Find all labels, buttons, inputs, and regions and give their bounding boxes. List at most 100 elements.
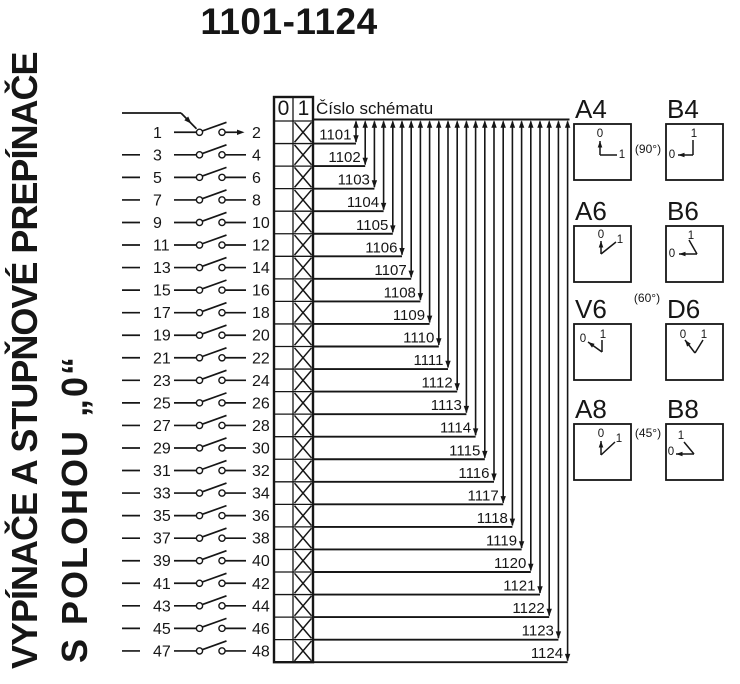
closed-contact-mark: [293, 347, 313, 369]
contact-number-left: 1: [153, 125, 162, 142]
switch-blade: [202, 504, 227, 516]
closed-contact-mark: [293, 144, 313, 166]
switch-blade: [202, 414, 227, 425]
arrowhead: [491, 120, 497, 128]
contact-terminal: [195, 511, 204, 520]
arrowhead: [371, 180, 378, 188]
contact-terminal: [218, 196, 226, 204]
contact-number-left: 37: [153, 531, 171, 548]
contact-terminal: [195, 466, 204, 475]
contact-terminal: [218, 556, 226, 565]
contact-terminal: [218, 602, 226, 610]
contact-terminal: [218, 308, 226, 317]
switch-blade: [202, 211, 227, 222]
contact-terminal: [218, 376, 226, 385]
position-line: [600, 241, 617, 255]
contact-terminal: [218, 263, 226, 272]
switch-blade: [202, 482, 227, 493]
diagram-label: V6: [575, 294, 607, 324]
arrowhead: [380, 202, 387, 211]
schema-number: 1110: [403, 330, 434, 347]
schema-number: 1106: [365, 239, 397, 256]
schema-number: 1105: [356, 217, 388, 234]
arrowhead: [528, 563, 534, 572]
position-line: [683, 441, 695, 455]
page-title: 1101-1124: [200, 1, 378, 42]
line: [293, 640, 313, 662]
column-header-1: 1: [298, 97, 310, 120]
angle-note: (60°): [634, 291, 660, 305]
position-label: 0: [669, 248, 675, 260]
arrowhead: [472, 428, 479, 436]
position-label: 1: [617, 234, 623, 246]
contact-terminal: [195, 421, 204, 430]
schema-number: 1108: [384, 284, 416, 301]
line: [293, 369, 313, 391]
arrowhead: [537, 120, 543, 128]
line: [293, 460, 313, 481]
contact-terminal: [195, 218, 204, 227]
diagram-box: [665, 123, 724, 181]
contact-row-25-26: 25 26 1113: [122, 120, 470, 416]
arrowhead: [588, 342, 595, 348]
schema-1121: 1121: [313, 120, 543, 596]
contact-terminal: [218, 579, 226, 588]
switch-blade: [202, 279, 227, 290]
contact-terminal: [195, 263, 204, 272]
contact-terminal: [195, 308, 204, 317]
schema-1123: 1123: [313, 120, 562, 641]
contact-number-left: 41: [153, 576, 171, 593]
schema-1117: 1117: [313, 120, 506, 506]
schema-number: 1111: [413, 352, 443, 369]
contact-terminal: [218, 489, 226, 497]
schema-1102: 1102: [313, 120, 368, 168]
contact-terminal: [195, 331, 204, 340]
schema-1113: 1113: [313, 120, 470, 416]
arrowhead: [417, 120, 424, 128]
contact-number-right: 34: [252, 486, 270, 503]
line: [293, 527, 313, 549]
schema-1110: 1110: [313, 120, 442, 348]
switch-blade: [202, 121, 227, 132]
arrowhead: [685, 340, 691, 347]
contact-terminal: [218, 241, 226, 249]
schema-header: Číslo schématu: [316, 99, 433, 118]
contact-number-right: 26: [252, 395, 270, 412]
contact-terminal: [195, 286, 204, 294]
contact-terminal: [218, 286, 226, 294]
switch-blade: [202, 346, 227, 358]
schema-1120: 1120: [313, 120, 534, 573]
contact-number-right: 14: [252, 260, 270, 277]
arrowhead: [518, 120, 525, 128]
diagram-box: [573, 423, 632, 481]
contact-terminal: [218, 128, 226, 137]
arrowhead: [463, 405, 470, 414]
schema-number: 1104: [347, 194, 379, 211]
contact-number-left: 5: [153, 170, 162, 187]
contact-terminal: [195, 173, 204, 182]
contact-number-left: 29: [153, 440, 171, 457]
arrowhead: [491, 473, 497, 481]
position-label: 0: [597, 128, 603, 140]
switch-blade: [202, 640, 227, 651]
schema-1103: 1103: [313, 120, 378, 190]
diagram-label: A4: [575, 94, 607, 124]
switch-blade: [202, 549, 227, 561]
contact-number-right: 22: [252, 350, 270, 367]
contact-row-5-6: 5 6 1103: [122, 120, 378, 190]
arrowhead: [362, 157, 368, 166]
contact-number-left: 25: [153, 395, 171, 412]
contact-number-right: 6: [252, 170, 261, 187]
